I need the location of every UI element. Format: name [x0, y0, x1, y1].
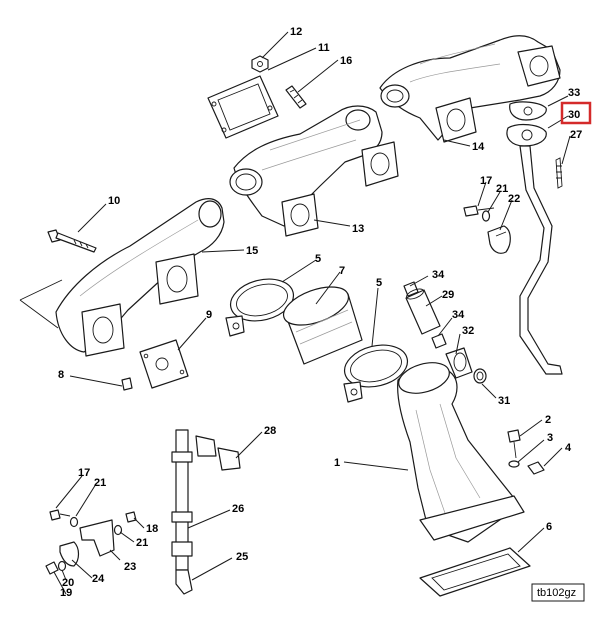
figure-code: tb102gz: [537, 587, 576, 599]
callout-33: 33: [568, 87, 580, 99]
exhaust-elbow-1: [397, 362, 525, 543]
callout-4: 4: [565, 442, 572, 454]
figure-code-box: [531, 583, 585, 602]
fitting-34-upper: [403, 281, 419, 297]
callout-24: 24: [92, 573, 105, 585]
fitting-34-lower: [431, 333, 447, 349]
sensor-29: [405, 288, 441, 335]
callout-30-highlight-box: [560, 101, 592, 125]
callout-28: 28: [264, 425, 276, 437]
callout-20: 20: [62, 577, 74, 589]
callout-5-right: 5: [376, 277, 382, 289]
bolt-2: [507, 429, 521, 459]
callout-32: 32: [462, 325, 474, 337]
washer-21-bottom: [113, 524, 123, 536]
washer-3: [508, 460, 520, 468]
flange-30: [506, 123, 547, 147]
callout-2: 2: [545, 414, 551, 426]
callout-17-left: 17: [78, 467, 90, 479]
adapter-32: [445, 347, 473, 379]
gasket-11: [207, 75, 279, 139]
callout-8: 8: [58, 369, 64, 381]
callout-19: 19: [60, 587, 72, 599]
callout-26: 26: [232, 503, 244, 515]
callout-17-right: 17: [480, 175, 492, 187]
callout-7: 7: [339, 265, 345, 277]
gasket-33: [509, 101, 547, 121]
hose-fitting-28: [195, 435, 241, 471]
callout-5-left: 5: [315, 253, 321, 265]
center-exhaust-manifold: [229, 105, 399, 237]
bolt-10: [47, 229, 97, 253]
gasket-6: [419, 547, 531, 597]
callout-15: 15: [246, 245, 258, 257]
washer-21-right: [481, 210, 491, 222]
washer-21-left: [69, 516, 79, 528]
callout-11: 11: [318, 42, 330, 54]
callout-34-lower: 34: [452, 309, 465, 321]
gasket-9: [139, 339, 189, 389]
rear-exhaust-manifold: [379, 35, 561, 143]
callout-14: 14: [472, 141, 485, 153]
bracket-23: [79, 519, 115, 557]
callout-21-bottom: 21: [136, 537, 148, 549]
callout-21-right: 21: [496, 183, 508, 195]
clamp-24: [59, 541, 80, 567]
clamp-5-left: [225, 278, 295, 337]
plug-8: [121, 377, 133, 391]
clamp-5-right: [343, 344, 409, 403]
callout-16: 16: [340, 55, 352, 67]
washer-20: [57, 560, 67, 572]
callout-23: 23: [124, 561, 136, 573]
callout-25: 25: [236, 551, 248, 563]
clamp-22: [487, 225, 511, 254]
nut-12: [251, 55, 269, 73]
tube-27: [519, 145, 563, 375]
callout-34-upper: 34: [432, 269, 445, 281]
stud-16: [285, 85, 307, 109]
callout-21-left: 21: [94, 477, 106, 489]
callout-18: 18: [146, 523, 158, 535]
bolt-18: [125, 511, 137, 523]
callout-22: 22: [508, 193, 520, 205]
callout-13: 13: [352, 223, 364, 235]
front-exhaust-manifold: [55, 198, 225, 357]
callout-9: 9: [206, 309, 212, 321]
callout-12: 12: [290, 26, 302, 38]
nut-19: [45, 561, 59, 575]
callout-3: 3: [547, 432, 553, 444]
tube-26: [171, 429, 193, 571]
callout-31: 31: [498, 395, 510, 407]
connecting-pipe-7: [282, 286, 363, 365]
callout-10: 10: [108, 195, 120, 207]
bolt-17-left: [49, 509, 71, 521]
front-manifold-plane-lines: [19, 279, 63, 329]
callout-30: 30: [568, 109, 580, 121]
nut-4: [527, 461, 545, 475]
callout-29: 29: [442, 289, 454, 301]
o-ring-31: [473, 368, 487, 384]
leader-lines: [53, 31, 571, 595]
bolt-17-right: [463, 205, 495, 217]
callout-6: 6: [546, 521, 552, 533]
callout-27: 27: [570, 129, 582, 141]
callout-1: 1: [334, 457, 340, 469]
fitting-25: [175, 569, 193, 595]
